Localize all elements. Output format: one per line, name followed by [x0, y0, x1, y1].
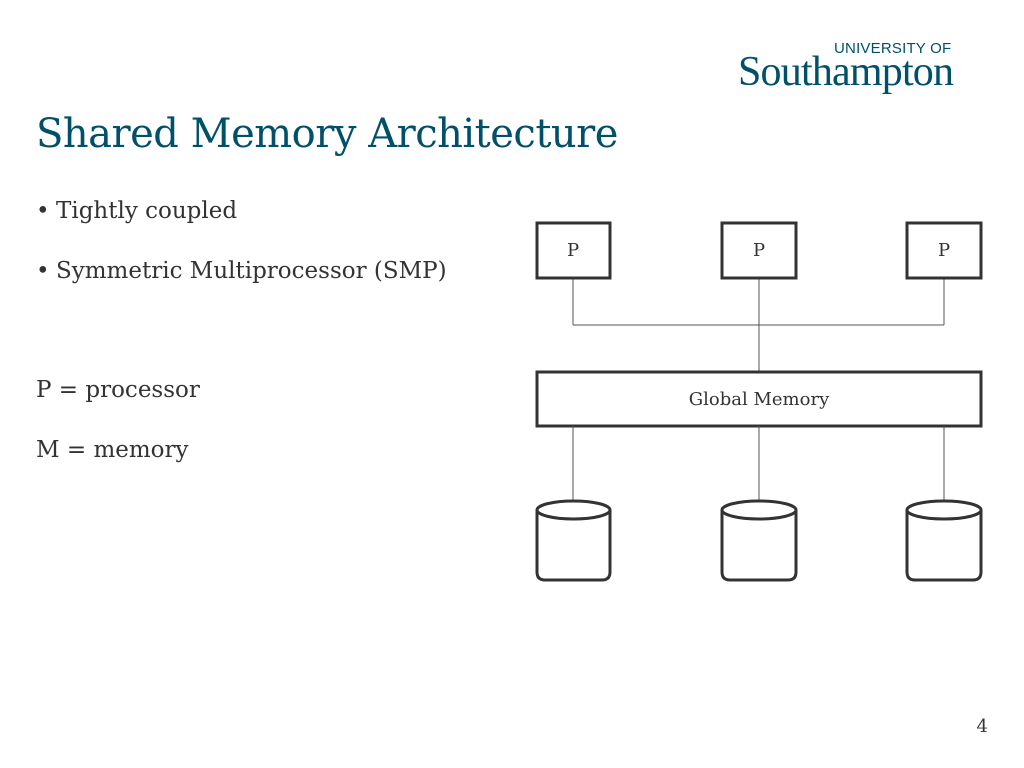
processor-box: P	[535, 221, 612, 280]
processor-box: P	[905, 221, 983, 280]
slide-title: Shared Memory Architecture	[36, 111, 618, 157]
processor-box: P	[720, 221, 798, 280]
memory-cylinder-icon	[535, 499, 612, 582]
definition-memory: M = memory	[36, 437, 189, 463]
processor-label: P	[567, 240, 579, 261]
bullet-icon: •	[36, 258, 50, 284]
processor-label: P	[938, 240, 950, 261]
shared-memory-diagram: P P P Global Memory	[530, 215, 990, 590]
bullet-icon: •	[36, 198, 50, 224]
bullet-item: •Symmetric Multiprocessor (SMP)	[36, 256, 447, 286]
bullet-text: Tightly coupled	[56, 198, 238, 224]
bullet-item: •Tightly coupled	[36, 196, 237, 226]
university-logo: UNIVERSITY OF Southampton	[738, 40, 988, 98]
processor-label: P	[753, 240, 765, 261]
bullet-text: Symmetric Multiprocessor (SMP)	[56, 258, 447, 284]
logo-top-text: UNIVERSITY OF	[834, 40, 952, 57]
global-memory-label: Global Memory	[689, 389, 830, 410]
page-number: 4	[976, 716, 988, 737]
logo-main-text: Southampton	[738, 49, 954, 95]
memory-cylinder-icon	[720, 499, 798, 582]
global-memory-box: Global Memory	[535, 370, 983, 428]
memory-cylinder-icon	[905, 499, 983, 582]
definition-processor: P = processor	[36, 377, 200, 403]
